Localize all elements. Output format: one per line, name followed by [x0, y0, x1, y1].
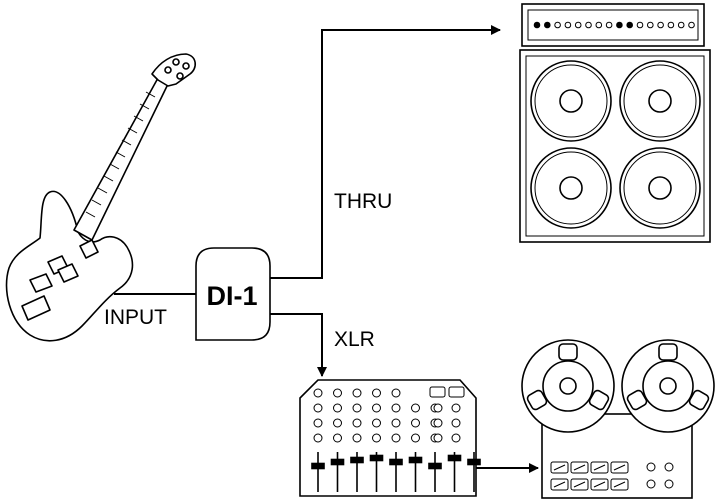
amp-knob	[688, 21, 695, 29]
mixer-knob	[433, 418, 443, 428]
mixer-knob	[433, 403, 443, 413]
mixer-knob	[391, 418, 401, 428]
amp-knob	[554, 21, 561, 29]
mixer-knob	[313, 388, 323, 398]
fader-cap	[467, 458, 481, 466]
speaker-cone	[530, 60, 612, 142]
mixer-knob	[352, 433, 362, 443]
mixer-knob	[372, 388, 381, 398]
mixer-knob	[352, 418, 362, 428]
mixer-knob	[313, 418, 323, 428]
mixer-knob	[391, 433, 401, 443]
amp-knob	[616, 21, 623, 29]
di-box-label: DI-1	[206, 281, 257, 311]
amp-knob	[647, 21, 654, 29]
recorder-knob	[646, 462, 656, 472]
cables	[114, 25, 539, 473]
xlr-cable	[270, 313, 327, 377]
fader-cap	[330, 458, 345, 466]
mixer-knob	[391, 388, 401, 398]
amp-knob	[585, 21, 592, 29]
amp-knob	[544, 21, 551, 29]
mixer-knob	[333, 388, 342, 398]
fader-cap	[389, 458, 403, 466]
thru-cable	[270, 25, 501, 279]
mixer-knob	[411, 433, 420, 443]
di-box: DI-1	[195, 247, 271, 341]
fader-cap	[369, 454, 384, 462]
speaker-cone	[619, 147, 701, 229]
mixer-knob	[451, 418, 461, 428]
mixer-knob	[451, 403, 461, 413]
amp-knob	[636, 21, 644, 29]
amp-knob	[595, 21, 603, 29]
amp-knob	[564, 21, 572, 29]
mixer-knob	[411, 403, 420, 413]
recorder-knob	[646, 479, 656, 489]
mixer-knob	[333, 433, 342, 443]
fader-cap	[428, 462, 442, 470]
mixer-knob	[433, 433, 443, 443]
mixing-console-icon	[299, 379, 481, 497]
amp-knob	[657, 21, 664, 29]
fader-cap	[350, 456, 364, 464]
fader-cap	[447, 454, 462, 462]
amp-knob	[533, 21, 541, 29]
amp-knob	[677, 21, 685, 29]
thru-label: THRU	[334, 190, 392, 213]
reel-to-reel-recorder-icon	[521, 339, 715, 499]
bass-guitar-icon	[5, 53, 196, 342]
mixer-knob	[451, 433, 461, 443]
xlr-label: XLR	[334, 328, 375, 351]
mixer-knob	[372, 418, 381, 428]
amp-speakers	[530, 60, 701, 229]
amp-knob	[605, 21, 613, 29]
mixer-knob	[313, 433, 323, 443]
mixer-knob	[313, 403, 323, 413]
input-label: INPUT	[104, 306, 167, 329]
fader-cap	[311, 462, 325, 470]
mixer-knob	[352, 403, 362, 413]
mixer-knob	[372, 433, 381, 443]
amp-knob	[667, 21, 675, 29]
mixer-knob	[333, 418, 342, 428]
mixer-knob	[352, 388, 362, 398]
speaker-cabinet-icon	[519, 3, 711, 243]
mixer-knob	[372, 403, 381, 413]
mixer-knob	[391, 403, 401, 413]
speaker-cone	[530, 147, 612, 229]
recorder-knob	[664, 462, 674, 472]
amp-knob	[574, 21, 582, 29]
mixer-knob	[411, 418, 420, 428]
recorder-knob	[664, 479, 674, 489]
speaker-cone	[619, 60, 701, 142]
amp-knobs	[533, 21, 695, 29]
fader-cap	[408, 456, 423, 464]
amp-knob	[626, 21, 634, 29]
mixer-knob	[333, 403, 342, 413]
